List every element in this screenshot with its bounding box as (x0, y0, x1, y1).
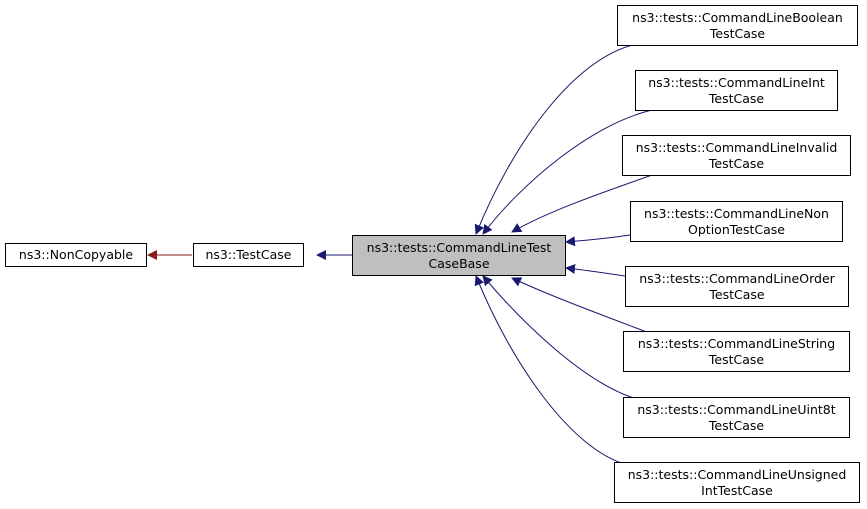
node-noncopyable-label: ns3::NonCopyable (18, 247, 134, 262)
node-unsignedint-label-line2: IntTestCase (701, 482, 773, 498)
node-order-label-line2: TestCase (709, 286, 765, 302)
node-invalid-label-line1: ns3::tests::CommandLineInvalid (635, 139, 838, 155)
node-unsignedint-label-line1: ns3::tests::CommandLineUnsigned (627, 466, 847, 482)
edge-uint8t-to-base (482, 275, 641, 401)
node-testcase-label: ns3::TestCase (205, 247, 292, 262)
node-int-label-line2: TestCase (708, 90, 765, 106)
node-testcase[interactable]: ns3::TestCase (193, 243, 304, 267)
node-invalid-label-line2: TestCase (708, 155, 765, 171)
node-boolean-label-line2: TestCase (709, 25, 766, 41)
node-int-label-line1: ns3::tests::CommandLineInt (648, 74, 825, 90)
edge-invalid-to-base (511, 174, 653, 233)
node-base-label-line2: CaseBase (428, 255, 490, 271)
node-commandlineunsignedint-testcase[interactable]: ns3::tests::CommandLineUnsigned IntTestC… (614, 462, 860, 503)
node-commandlinenonoption-testcase[interactable]: ns3::tests::CommandLineNon OptionTestCas… (630, 201, 843, 242)
edge-int-to-base (482, 109, 653, 235)
node-string-label-line2: TestCase (708, 351, 765, 367)
node-commandlineinvalid-testcase[interactable]: ns3::tests::CommandLineInvalid TestCase (622, 135, 851, 176)
node-base-label-line1: ns3::tests::CommandLineTest (366, 239, 552, 255)
node-commandlineuint8t-testcase[interactable]: ns3::tests::CommandLineUint8t TestCase (623, 397, 850, 438)
node-commandlineorder-testcase[interactable]: ns3::tests::CommandLineOrder TestCase (625, 266, 849, 307)
node-commandlineint-testcase[interactable]: ns3::tests::CommandLineInt TestCase (635, 70, 838, 111)
node-commandlineboolean-testcase[interactable]: ns3::tests::CommandLineBoolean TestCase (617, 5, 858, 46)
node-commandlinetestcasebase[interactable]: ns3::tests::CommandLineTest CaseBase (352, 235, 566, 276)
node-noncopyable[interactable]: ns3::NonCopyable (5, 243, 147, 267)
node-uint8t-label-line2: TestCase (708, 417, 765, 433)
edge-string-to-base (511, 277, 653, 335)
edge-boolean-to-base (474, 43, 637, 235)
node-uint8t-label-line1: ns3::tests::CommandLineUint8t (637, 401, 836, 417)
node-boolean-label-line1: ns3::tests::CommandLineBoolean (632, 9, 843, 25)
node-commandlinestring-testcase[interactable]: ns3::tests::CommandLineString TestCase (623, 331, 850, 372)
edge-order-to-base (565, 263, 626, 277)
edge-unsignedint-to-base (474, 275, 629, 466)
node-order-label-line1: ns3::tests::CommandLineOrder (639, 270, 835, 286)
node-nonoption-label-line1: ns3::tests::CommandLineNon (644, 205, 829, 221)
node-string-label-line1: ns3::tests::CommandLineString (637, 335, 836, 351)
edge-nonoption-to-base (565, 234, 631, 247)
node-nonoption-label-line2: OptionTestCase (688, 221, 785, 237)
